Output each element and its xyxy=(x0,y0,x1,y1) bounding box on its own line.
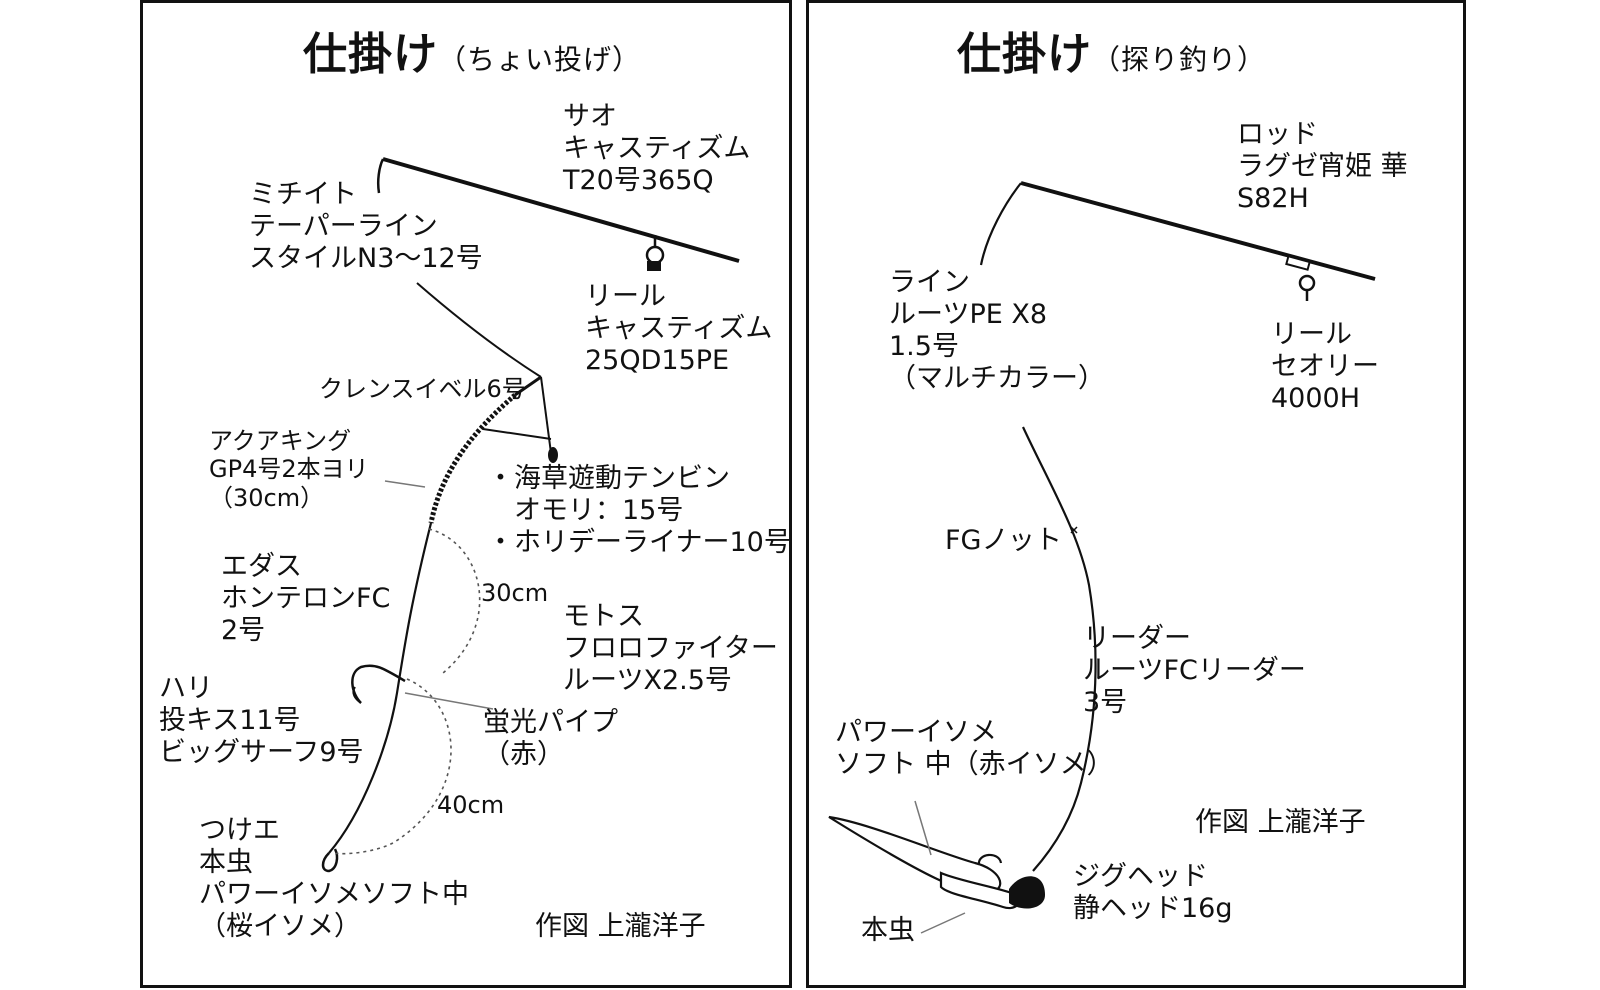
left-hari-label-1: ハリ xyxy=(159,673,213,704)
left-reel xyxy=(645,235,665,271)
left-bait-label-2: 本虫 xyxy=(199,846,253,878)
left-aquaking-label-2: GP4号2本ヨリ xyxy=(209,455,369,484)
left-dimension-arcs xyxy=(332,528,481,855)
left-reel-label: リール キャスティズム 25QD15PE xyxy=(585,281,772,377)
left-tenbin-label-3: ・ホリデーライナー10号 xyxy=(487,526,791,558)
left-hari-label-3: ビッグサーフ9号 xyxy=(159,736,364,768)
left-length-30-label: 30cm xyxy=(481,579,549,607)
right-line-label: ライン ルーツPE X8 1.5号 （マルチカラー） xyxy=(889,267,1105,394)
right-leader-label-1: リーダー xyxy=(1083,623,1191,654)
right-line-label-2: ルーツPE X8 xyxy=(889,298,1048,330)
right-worm-label-2: ソフト 中（赤イソメ） xyxy=(835,748,1114,780)
left-tenbin-label: ・海草遊動テンビン オモリ：15号 ・ホリデーライナー10号 xyxy=(487,463,791,559)
right-title-main: 仕掛け xyxy=(957,29,1092,80)
right-worm-label: パワーイソメ ソフト 中（赤イソメ） xyxy=(835,717,1114,781)
left-edas-label-3: 2号 xyxy=(221,614,266,646)
right-reel-label-3: 4000H xyxy=(1271,382,1361,414)
right-worm-label-1: パワーイソメ xyxy=(835,717,997,748)
left-aquaking-label-3: （30cm） xyxy=(209,483,325,512)
left-bait-label-4: （桜イソメ） xyxy=(199,910,361,942)
right-title: 仕掛け（探り釣り） xyxy=(957,29,1266,81)
right-jighead-label-2: 静ヘッド16g xyxy=(1073,892,1233,924)
right-rod xyxy=(979,181,1376,281)
right-jighead-label-1: ジグヘッド xyxy=(1073,861,1208,892)
left-main-line xyxy=(416,282,542,378)
left-bait-label: つけエ 本虫 パワーイソメソフト中 （桜イソメ） xyxy=(199,815,469,942)
left-bait-label-3: パワーイソメソフト中 xyxy=(199,878,469,910)
left-diagram-panel: 仕掛け（ちょい投げ） サオ キャスティズム T20号365Q ミチイト テーパー… xyxy=(140,0,792,988)
right-honmushi-label: 本虫 xyxy=(861,915,915,946)
left-pipe-label: 蛍光パイプ （赤） xyxy=(483,707,618,771)
left-pipe-label-1: 蛍光パイプ xyxy=(483,707,618,738)
left-hari-label: ハリ 投キス11号 ビッグサーフ9号 xyxy=(159,673,364,769)
left-rig-drawing xyxy=(321,157,740,873)
left-title: 仕掛け（ちょい投げ） xyxy=(303,29,641,81)
left-swivel-label: クレンスイベル6号 xyxy=(319,375,526,403)
right-rod-label-3: S82H xyxy=(1237,182,1309,214)
left-motosu-label-2: フロロファイター xyxy=(563,632,778,664)
right-line-label-4: （マルチカラー） xyxy=(889,362,1105,394)
left-edas-label-1: エダス xyxy=(221,551,302,582)
right-leader-lines xyxy=(914,800,966,934)
left-michito-label-2: テーパーライン xyxy=(249,210,438,242)
right-diagram-panel: 仕掛け（探り釣り） ロッド ラグゼ宵姫 華 S82H ライン ルーツPE X8 … xyxy=(806,0,1466,988)
left-title-main: 仕掛け xyxy=(303,29,438,80)
left-rod-label-1: サオ xyxy=(563,101,617,132)
left-motosu-label: モトス フロロファイター ルーツX2.5号 xyxy=(563,601,778,697)
left-rod xyxy=(376,157,740,263)
left-rod-label-2: キャスティズム xyxy=(563,132,751,164)
right-reel-label: リール セオリー 4000H xyxy=(1271,319,1379,415)
right-rod-label: ロッド ラグゼ宵姫 華 S82H xyxy=(1237,119,1408,215)
right-leader-label: リーダー ルーツFCリーダー 3号 xyxy=(1083,623,1306,719)
right-credit: 作図 上瀧洋子 xyxy=(1195,807,1366,838)
left-reel-label-1: リール xyxy=(585,281,666,312)
left-length-40-label: 40cm xyxy=(437,791,505,819)
left-credit: 作図 上瀧洋子 xyxy=(535,911,706,942)
left-title-sub: （ちょい投げ） xyxy=(438,43,642,76)
right-line-label-3: 1.5号 xyxy=(889,330,959,362)
left-aquaking-label-1: アクアキング xyxy=(209,427,352,455)
left-edas-label-2: ホンテロンFC xyxy=(221,582,391,614)
left-michito-label-1: ミチイト xyxy=(249,179,357,210)
left-michito-label: ミチイト テーパーライン スタイルN3〜12号 xyxy=(249,179,483,275)
right-line xyxy=(1022,426,1097,872)
left-pipe-label-2: （赤） xyxy=(483,738,564,770)
left-michito-label-3: スタイルN3〜12号 xyxy=(249,242,483,274)
left-tenbin-label-1: ・海草遊動テンビン xyxy=(487,463,730,494)
left-rod-label-3: T20号365Q xyxy=(563,164,714,196)
right-rig-drawing xyxy=(828,181,1376,934)
right-leader-label-2: ルーツFCリーダー xyxy=(1083,654,1306,686)
right-reel-label-2: セオリー xyxy=(1271,350,1379,382)
right-knot-label: FGノット xyxy=(945,525,1062,556)
right-reel-label-1: リール xyxy=(1271,319,1352,350)
left-motosu-label-3: ルーツX2.5号 xyxy=(563,664,732,696)
left-aquaking-label: アクアキング GP4号2本ヨリ （30cm） xyxy=(209,427,369,512)
left-reel-label-2: キャスティズム xyxy=(585,312,773,344)
left-edas-label: エダス ホンテロンFC 2号 xyxy=(221,551,390,647)
left-swivel-and-tenbin xyxy=(482,375,558,463)
left-hari-label-2: 投キス11号 xyxy=(159,704,301,736)
left-branch-hooks xyxy=(321,664,406,873)
right-rod-label-1: ロッド xyxy=(1237,119,1318,150)
left-leader-lines xyxy=(384,480,494,710)
right-rod-label-2: ラグゼ宵姫 華 xyxy=(1237,150,1408,182)
right-jighead-and-worm xyxy=(828,815,1045,910)
left-twisted-line xyxy=(428,393,517,524)
left-reel-label-3: 25QD15PE xyxy=(585,344,730,376)
left-tenbin-label-2: オモリ：15号 xyxy=(487,494,684,526)
right-line-label-1: ライン xyxy=(889,267,970,298)
left-rod-label: サオ キャスティズム T20号365Q xyxy=(563,101,750,197)
right-jighead-label: ジグヘッド 静ヘッド16g xyxy=(1073,861,1233,925)
left-bait-label-1: つけエ xyxy=(199,815,280,846)
right-title-sub: （探り釣り） xyxy=(1092,43,1267,76)
left-motosu-label-1: モトス xyxy=(563,601,644,632)
right-leader-label-3: 3号 xyxy=(1083,686,1128,718)
right-reel xyxy=(1298,274,1316,301)
left-motosu-line xyxy=(328,522,433,854)
